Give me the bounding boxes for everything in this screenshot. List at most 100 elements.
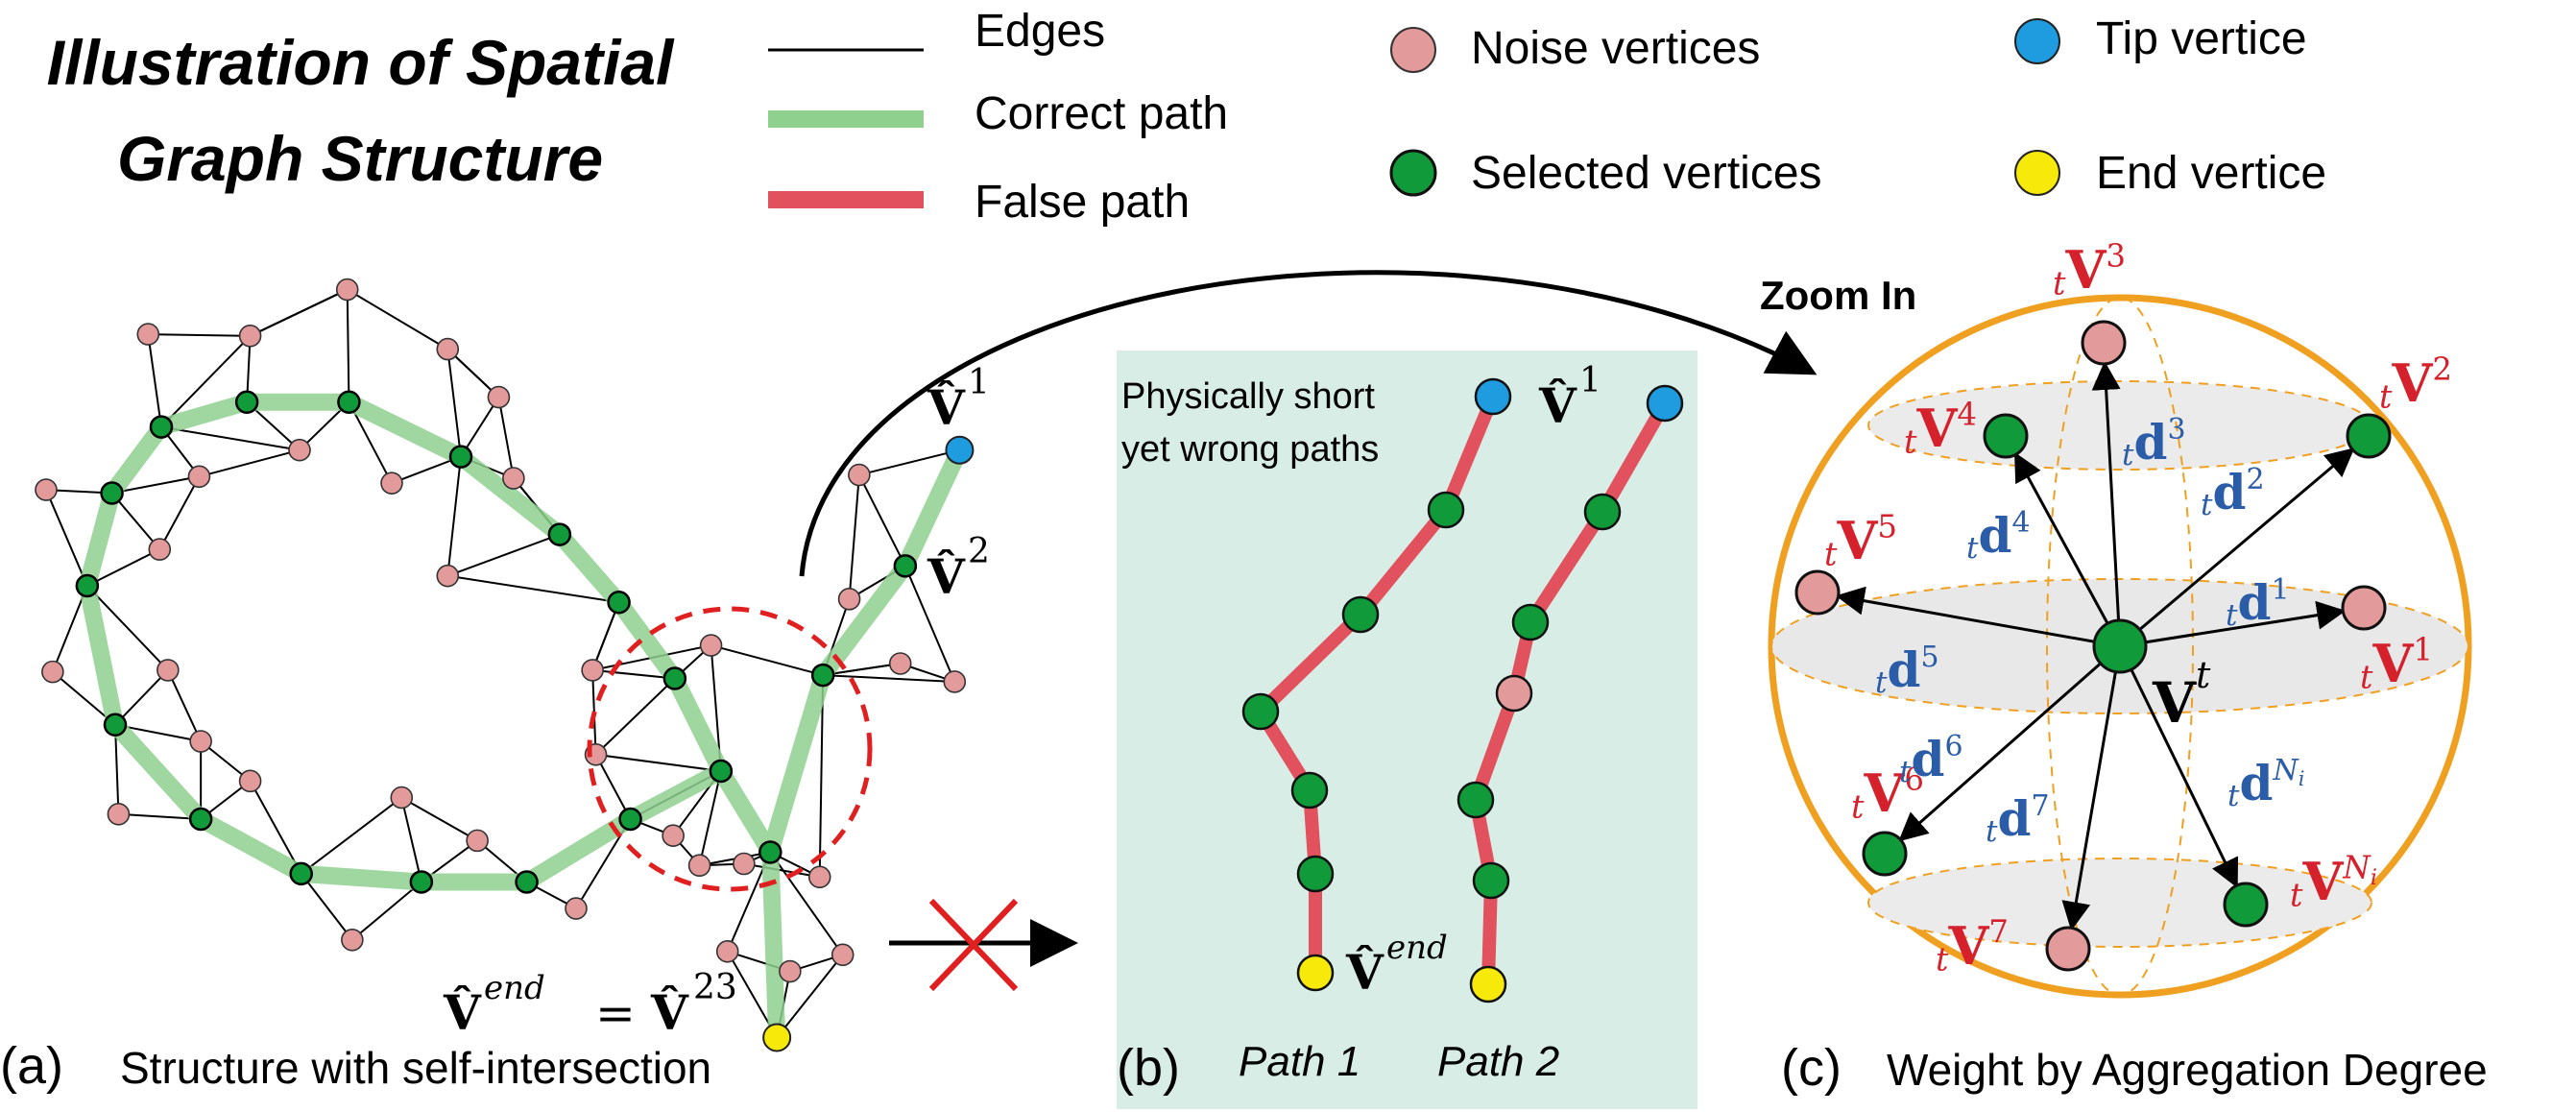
noise-vertex bbox=[565, 897, 588, 920]
end-vertex bbox=[1296, 954, 1335, 992]
panel-a-labels: V̂ 1 V̂ 2 V̂ end = V̂ 23 (a) Structure w… bbox=[0, 363, 990, 1095]
noise-vertex bbox=[466, 829, 489, 853]
vector-label-4-text: td4 bbox=[1966, 506, 2031, 566]
legend: Edges Correct path False path Noise vert… bbox=[768, 6, 2326, 228]
graph-edge bbox=[446, 349, 462, 457]
panel-b-v1-label: V̂ 1 bbox=[1538, 361, 1601, 434]
graph-edge bbox=[903, 565, 956, 683]
b-vend-sup: end bbox=[1386, 929, 1448, 967]
vend-sup-2: 23 bbox=[693, 968, 737, 1007]
graph-edge bbox=[446, 456, 462, 576]
noise-vertex bbox=[2081, 320, 2127, 366]
tip-vertex bbox=[945, 435, 975, 465]
b-v1-sup: 1 bbox=[1579, 361, 1601, 400]
direction-vector-6 bbox=[1898, 644, 2121, 842]
noise-vertex bbox=[779, 959, 802, 983]
panel-b-labels: Physically short yet wrong paths V̂ 1 V̂… bbox=[1117, 361, 1601, 1097]
graph-edge bbox=[166, 669, 203, 742]
self-intersection-circle bbox=[587, 606, 873, 892]
graph-edge bbox=[86, 585, 169, 671]
selected-vertex bbox=[607, 590, 631, 615]
noise-vertex bbox=[715, 940, 739, 963]
graph-edge bbox=[160, 425, 301, 451]
graph-edge bbox=[848, 474, 860, 599]
graph-edge bbox=[698, 770, 722, 866]
graph-edge bbox=[86, 548, 160, 587]
panel-b-background bbox=[1117, 351, 1697, 1109]
title-line-2: Graph Structure bbox=[117, 123, 603, 194]
v2-main: V̂ bbox=[927, 548, 966, 605]
selected-vertex bbox=[1457, 781, 1495, 819]
selected-vertex bbox=[337, 390, 361, 414]
selected-vertex bbox=[1511, 603, 1550, 641]
direction-vector-2 bbox=[2119, 447, 2355, 648]
graph-edge bbox=[710, 644, 824, 677]
noise-vertex bbox=[888, 652, 912, 675]
noise-vertex bbox=[156, 659, 180, 682]
path-1-label: Path 1 bbox=[1239, 1038, 1360, 1085]
panel-c-vectors bbox=[1794, 320, 2392, 972]
selected-vertex bbox=[1296, 855, 1335, 893]
vertex-label-8: tVNi bbox=[2290, 849, 2377, 913]
vector-label-7: td7 bbox=[1986, 789, 2050, 849]
v2-sup: 2 bbox=[968, 532, 990, 571]
vend-main-2: V̂ bbox=[650, 984, 689, 1041]
selected-vertex bbox=[662, 666, 687, 690]
vend-main: V̂ bbox=[443, 984, 482, 1041]
selected-vertex bbox=[618, 807, 642, 832]
selected-vertex bbox=[547, 522, 572, 546]
panel-b-note-line-2: yet wrong paths bbox=[1121, 429, 1379, 470]
noise-vertex bbox=[436, 564, 460, 588]
noise-vertex bbox=[436, 337, 460, 361]
v1-sup: 1 bbox=[968, 363, 990, 402]
vector-label-6: td6 bbox=[1899, 730, 1963, 789]
vertex-label-2-text: tV2 bbox=[2379, 351, 2452, 415]
panel-a-label: (a) bbox=[0, 1037, 63, 1095]
graph-edge bbox=[45, 489, 88, 587]
legend-tip-label: Tip vertice bbox=[2096, 13, 2307, 64]
noise-vertex bbox=[341, 928, 364, 952]
noise-vertex bbox=[238, 769, 262, 793]
noise-vertex bbox=[837, 587, 861, 611]
graph-edge bbox=[592, 668, 675, 680]
noise-vertex bbox=[502, 467, 525, 490]
selected-vertex bbox=[709, 759, 734, 784]
graph-edge bbox=[594, 677, 676, 756]
noise-vertex bbox=[831, 943, 855, 967]
graph-edge bbox=[148, 333, 251, 337]
graph-edge bbox=[111, 475, 200, 495]
noise-vertex bbox=[335, 278, 359, 302]
legend-selected-swatch bbox=[1389, 149, 1437, 197]
direction-vector-5 bbox=[1835, 586, 2121, 648]
panel-b-label: (b) bbox=[1117, 1039, 1180, 1097]
center-vertex bbox=[2092, 618, 2148, 674]
panel-a-graph bbox=[35, 278, 975, 1052]
noise-vertex bbox=[288, 438, 311, 462]
vertex-label-5: tV5 bbox=[1824, 508, 1897, 572]
b-vend-main: V̂ bbox=[1345, 944, 1384, 1001]
vector-label-1-text: td1 bbox=[2226, 573, 2290, 633]
vector-label-8-text: tdNi bbox=[2227, 754, 2304, 813]
panel-c-caption: Weight by Aggregation Degree bbox=[1887, 1045, 2488, 1095]
noise-vertex bbox=[187, 465, 211, 489]
panel-b-note-line-1: Physically short bbox=[1121, 376, 1375, 417]
panel-a-vend-label: V̂ end = V̂ 23 bbox=[443, 968, 737, 1041]
vertex-label-8-text: tVNi bbox=[2290, 849, 2377, 913]
vector-label-6-text: td6 bbox=[1899, 730, 1963, 789]
selected-vertex bbox=[1472, 861, 1510, 900]
noise-vertex bbox=[35, 478, 58, 501]
selected-vertex bbox=[409, 870, 434, 894]
legend-correct-path-label: Correct path bbox=[975, 88, 1228, 139]
vector-label-5: td5 bbox=[1875, 641, 1939, 700]
panel-c-text: Zoom In V t (c) Weight by Aggregation De… bbox=[1760, 273, 2488, 1097]
vertex-label-3: tV3 bbox=[2053, 237, 2126, 302]
noise-vertex bbox=[662, 824, 685, 848]
vector-label-5-text: td5 bbox=[1875, 641, 1939, 700]
legend-noise-label: Noise vertices bbox=[1471, 23, 1760, 74]
noise-vertex bbox=[687, 854, 711, 878]
vector-label-1: td1 bbox=[2226, 573, 2290, 633]
selected-vertex bbox=[893, 554, 918, 578]
graph-edge bbox=[158, 475, 201, 550]
graph-edge bbox=[300, 873, 353, 941]
noise-vertex bbox=[380, 471, 403, 495]
